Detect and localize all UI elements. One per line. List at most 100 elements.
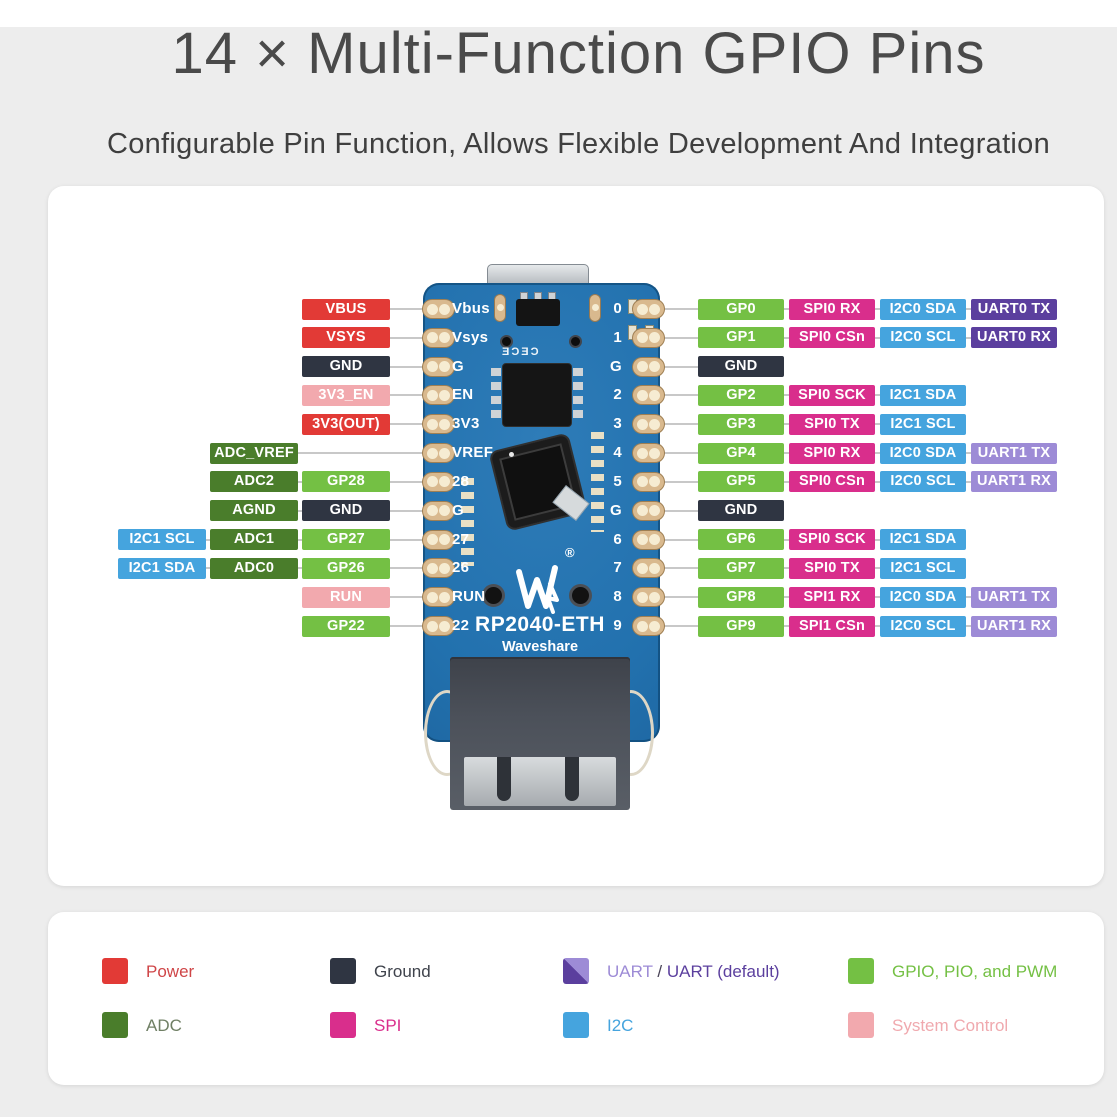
pin-box-gp5: GP5 [698, 471, 784, 493]
board-silk-label-g-2: G [452, 357, 464, 375]
pin-box-gp6: GP6 [698, 529, 784, 551]
pin-pad [422, 299, 455, 319]
legend-swatch-sysctl [848, 1012, 874, 1038]
pin-pad [632, 299, 665, 319]
pin-box-spi0-tx: SPI0 TX [789, 413, 875, 435]
board-silk-label-g-7: G [452, 501, 464, 519]
board-silk-label-8-10: 8 [613, 588, 622, 606]
pin-box-gp2: GP2 [698, 384, 784, 406]
pin-box-i2c0-sda: I2C0 SDA [880, 442, 966, 464]
board-silk-label-vref-5: VREF [452, 444, 494, 462]
board-silk-label-3-4: 3 [613, 415, 622, 433]
chip-pin1-dot [509, 452, 514, 457]
board-silk-label-9-11: 9 [613, 617, 622, 635]
page-subtitle: Configurable Pin Function, Allows Flexib… [106, 128, 1051, 160]
pin-box-vbus: VBUS [302, 298, 390, 320]
pad-chain [461, 478, 474, 566]
pin-box-gp4: GP4 [698, 442, 784, 464]
mounting-hole [569, 584, 592, 607]
pin-box-spi0-tx: SPI0 TX [789, 557, 875, 579]
legend-label-gpio-pio-and-pwm: GPIO, PIO, and PWM [892, 962, 1058, 981]
pin-pad [632, 587, 665, 608]
pin-pad [632, 529, 665, 550]
board-silk-label-run-10: RUN [452, 588, 486, 606]
pin-pad [632, 471, 665, 492]
pin-pad [422, 414, 455, 435]
pin-pad [632, 414, 665, 435]
legend-panel [48, 912, 1104, 1085]
pin-pad [632, 385, 665, 406]
pin-box-i2c0-scl: I2C0 SCL [880, 471, 966, 493]
pin-box-gp7: GP7 [698, 557, 784, 579]
pin-pad [632, 327, 665, 348]
pin-pad [632, 356, 665, 377]
pin-box-uart1-tx: UART1 TX [971, 442, 1057, 464]
legend-swatch-ground [330, 958, 356, 984]
pin-box-uart1-rx: UART1 RX [971, 615, 1057, 637]
board-name: RP2040-ETH [475, 613, 605, 636]
legend-label-ground: Ground [374, 962, 431, 981]
pin-box-3v3-en: 3V3_EN [302, 384, 390, 406]
pin-box-uart1-rx: UART1 RX [971, 471, 1057, 493]
pin-box-gp8: GP8 [698, 586, 784, 608]
via-dot [500, 335, 513, 348]
pin-box-spi1-rx: SPI1 RX [789, 586, 875, 608]
pin-box-gp28: GP28 [302, 471, 390, 493]
pin-box-gp0: GP0 [698, 298, 784, 320]
pin-box-spi0-rx: SPI0 RX [789, 298, 875, 320]
board-silk-label-5-6: 5 [613, 472, 622, 490]
legend-label-part: UART [607, 962, 653, 981]
board-silk-label-en-3: EN [452, 386, 474, 404]
pin-box-i2c1-sda: I2C1 SDA [118, 557, 206, 579]
pin-box-gp1: GP1 [698, 327, 784, 349]
pin-box-spi0-csn: SPI0 CSn [789, 471, 875, 493]
pin-box-i2c1-sda: I2C1 SDA [880, 384, 966, 406]
flash-chip-pins [491, 368, 501, 422]
pin-box-adc1: ADC1 [210, 529, 298, 551]
legend-swatch-uart_split [563, 958, 589, 984]
pin-box-gp26: GP26 [302, 557, 390, 579]
legend-label-power: Power [146, 962, 195, 981]
pin-box-i2c1-sda: I2C1 SDA [880, 529, 966, 551]
pin-box-run: RUN [302, 586, 390, 608]
pin-box-agnd: AGND [210, 500, 298, 522]
board-silk-label-27-8: 27 [452, 530, 470, 548]
pin-box-gp3: GP3 [698, 413, 784, 435]
board-silk-label-3v3-4: 3V3 [452, 415, 480, 433]
pin-pad [632, 443, 665, 464]
legend-swatch-adc [102, 1012, 128, 1038]
pin-pad [632, 616, 665, 637]
board-silk-label-g-7: G [610, 501, 622, 519]
solder-pad [589, 294, 601, 322]
pin-box-gnd: GND [698, 356, 784, 378]
pin-box-spi1-csn: SPI1 CSn [789, 615, 875, 637]
pin-pad [422, 587, 455, 608]
leader-line [214, 452, 439, 455]
board-silk-marks: ƎƆƎƆ [502, 346, 541, 358]
pin-box-i2c0-scl: I2C0 SCL [880, 615, 966, 637]
via-dot [569, 335, 582, 348]
pin-box-gnd: GND [302, 500, 390, 522]
pin-box-spi0-sck: SPI0 SCK [789, 529, 875, 551]
board-silk-label-26-9: 26 [452, 559, 470, 577]
pin-pad [422, 443, 455, 464]
pin-box-spi0-rx: SPI0 RX [789, 442, 875, 464]
pin-box-gp22: GP22 [302, 615, 390, 637]
pin-box-spi0-csn: SPI0 CSn [789, 327, 875, 349]
legend-swatch-gpio [848, 958, 874, 984]
pad-chain [591, 432, 604, 532]
pin-box-uart0-tx: UART0 TX [971, 298, 1057, 320]
pin-box-i2c0-scl: I2C0 SCL [880, 327, 966, 349]
pin-pad [422, 558, 455, 579]
pin-box-gnd: GND [698, 500, 784, 522]
flash-chip-pins [573, 368, 583, 422]
pin-pad [422, 471, 455, 492]
mounting-hole [482, 584, 505, 607]
pin-box-adc0: ADC0 [210, 557, 298, 579]
pin-box-vsys: VSYS [302, 327, 390, 349]
pin-pad [422, 385, 455, 406]
board-silk-label-22-11: 22 [452, 617, 470, 635]
legend-label-spi: SPI [374, 1016, 402, 1035]
